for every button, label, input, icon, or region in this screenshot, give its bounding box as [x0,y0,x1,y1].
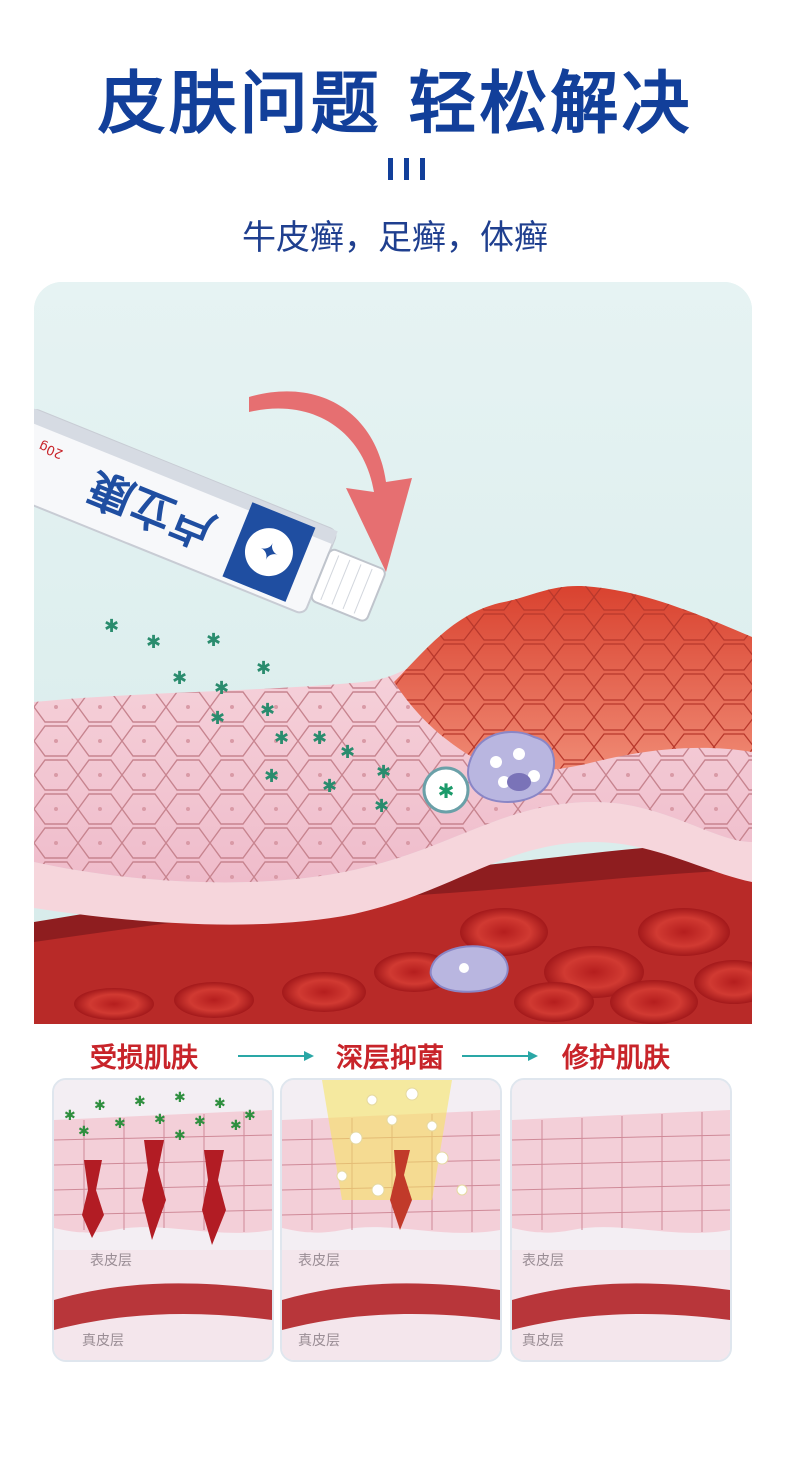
divider-bars-icon [386,158,436,182]
stage-label-deep-antibacterial: 深层抑菌 [336,1043,444,1074]
layer-label-dermis: 真皮层 [298,1333,340,1349]
panel-deep-antibacterial: 表皮层 真皮层 [280,1078,502,1362]
svg-text:✱: ✱ [210,708,225,729]
svg-text:✱: ✱ [64,1108,76,1124]
stage-label-repaired-skin: 修护肌肤 [562,1043,670,1074]
microscope-inset: ✱ [422,766,470,814]
layer-label-dermis: 真皮层 [82,1333,124,1349]
svg-text:✱: ✱ [214,678,229,699]
skin-illustration-svg: ✱ ✱✱✱ ✱✱✱ ✱✱✱ ✱✱✱ ✱✱✱ ✱ ✦ 卢立康 20g [34,282,752,1024]
svg-text:✱: ✱ [274,728,289,749]
antibacterial-particles: ✱✱✱ ✱✱✱ ✱✱✱ ✱✱✱ ✱✱✱ ✱ [104,466,391,817]
panel-damaged-skin: ✱✱✱✱ ✱✱✱✱ ✱✱✱✱ 表皮层 真皮层 [52,1078,274,1362]
svg-text:✱: ✱ [104,616,119,637]
svg-text:✱: ✱ [134,1094,146,1110]
svg-text:✱: ✱ [114,1116,126,1132]
svg-text:✱: ✱ [322,776,337,797]
svg-text:✱: ✱ [206,630,221,651]
svg-text:✱: ✱ [146,632,161,653]
svg-text:✱: ✱ [374,796,389,817]
svg-text:✱: ✱ [194,1114,206,1130]
svg-text:✱: ✱ [256,658,271,679]
svg-text:✱: ✱ [78,1124,90,1140]
svg-text:✱: ✱ [94,1098,106,1114]
stage-label-damaged-skin: 受损肌肤 [90,1043,198,1074]
skin-cross-section-illustration: ✱ ✱✱✱ ✱✱✱ ✱✱✱ ✱✱✱ ✱✱✱ ✱ ✦ 卢立康 20g [34,282,752,1024]
subtitle: 牛皮癣，足癣，体癣 [242,218,548,258]
svg-text:✱: ✱ [340,742,355,763]
svg-text:✱: ✱ [312,728,327,749]
svg-text:✱: ✱ [438,779,455,803]
svg-text:✱: ✱ [172,668,187,689]
layer-label-epidermis: 表皮层 [90,1253,132,1269]
svg-text:✱: ✱ [244,1108,256,1124]
arrow-right-icon [462,1051,538,1061]
panel-repaired-skin: 表皮层 真皮层 [510,1078,732,1362]
immune-cell [429,945,509,993]
svg-text:✱: ✱ [174,1128,186,1144]
svg-text:✱: ✱ [264,766,279,787]
svg-text:✱: ✱ [376,762,391,783]
layer-label-dermis: 真皮层 [522,1333,564,1349]
svg-text:✱: ✱ [174,1090,186,1106]
layer-label-epidermis: 表皮层 [298,1253,340,1269]
panel-antibacterial-illustration [282,1080,500,1360]
headline: 皮肤问题 轻松解决 [97,65,693,144]
panel-damaged-illustration: ✱✱✱✱ ✱✱✱✱ ✱✱✱✱ [54,1080,272,1360]
layer-label-epidermis: 表皮层 [522,1253,564,1269]
svg-text:✱: ✱ [154,1112,166,1128]
svg-text:✱: ✱ [260,700,275,721]
immune-cell [467,731,555,803]
treatment-stages: 受损肌肤 深层抑菌 修护肌肤 [0,1032,790,1076]
svg-text:✱: ✱ [214,1096,226,1112]
arrow-right-icon [238,1051,314,1061]
svg-text:✱: ✱ [230,1118,242,1134]
panel-repaired-illustration [512,1080,730,1360]
curved-arrow-icon [249,391,412,572]
